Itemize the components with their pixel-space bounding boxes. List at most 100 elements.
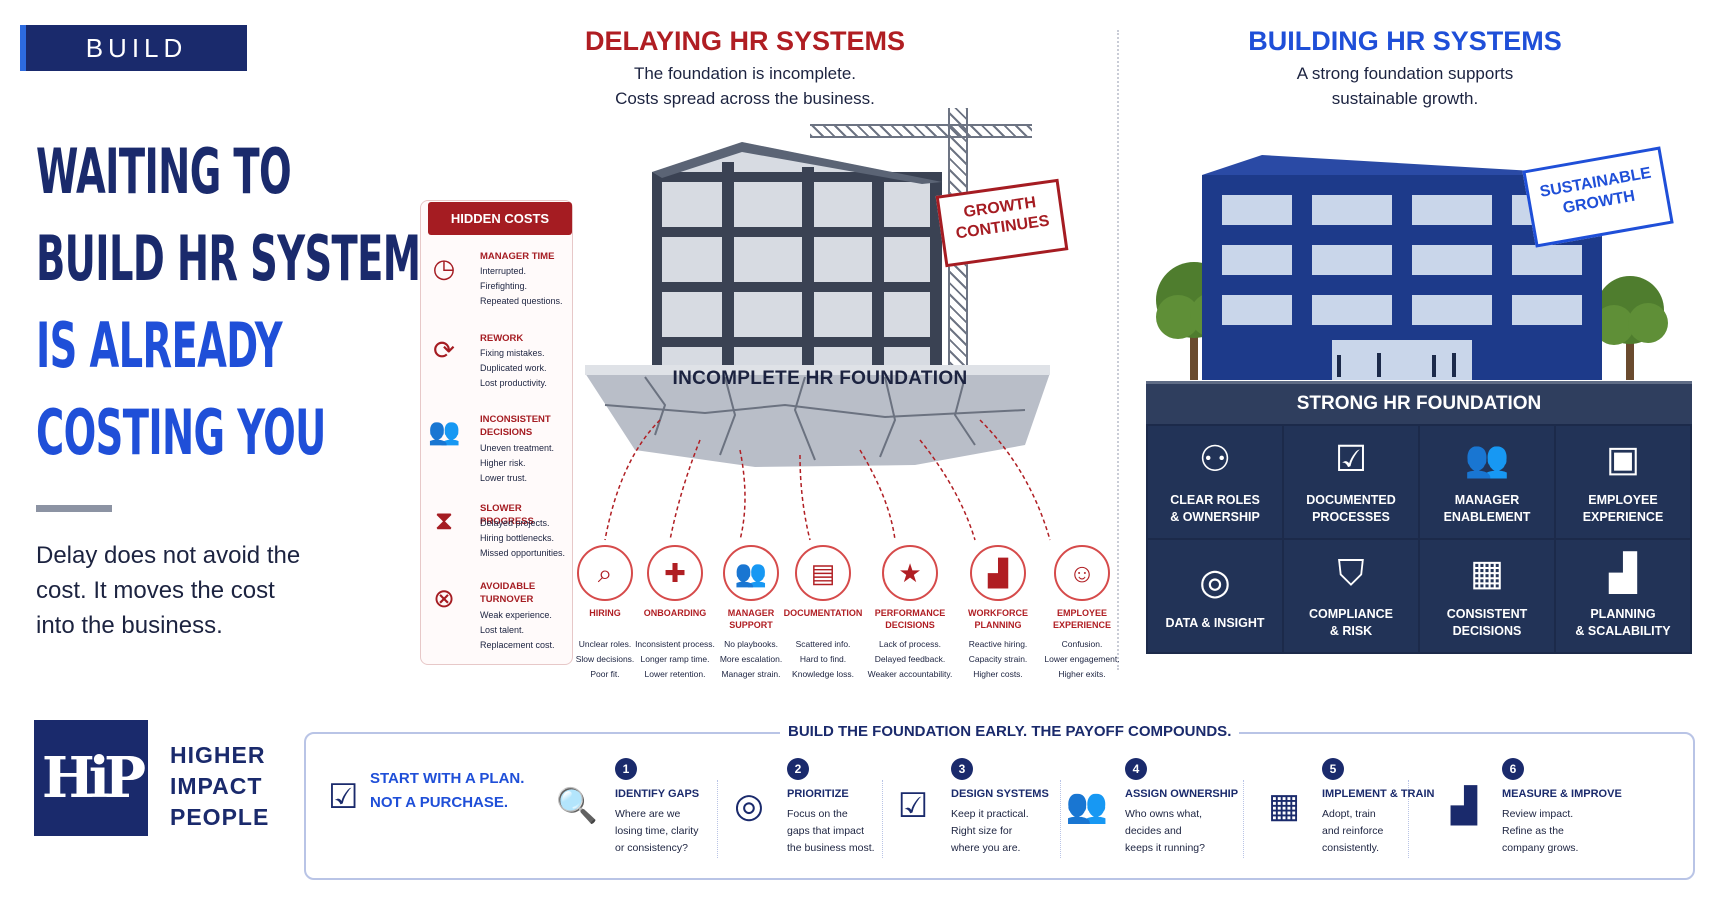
team-icon: 👥 [1065, 787, 1109, 825]
foundation-cell-label: CLEAR ROLES& OWNERSHIP [1170, 492, 1260, 526]
hidden-cost-line: Lower trust. [480, 473, 528, 483]
hidden-cost-line: Delayed projects. [480, 518, 550, 528]
foundation-cell-label-line-2: & SCALABILITY [1575, 624, 1671, 638]
shield-check-icon: ⛉ [1337, 552, 1365, 593]
delaying-title: DELAYING HR SYSTEMS [584, 26, 906, 56]
hidden-cost-line: Uneven treatment. [480, 443, 555, 453]
cost-area-title: PERFORMANCE DECISIONS [874, 608, 946, 630]
step-title: IMPLEMENT & TRAIN [1322, 788, 1435, 800]
bar-chart-icon: ▟ [1609, 552, 1637, 593]
hidden-cost-title: MANAGER TIME [480, 251, 555, 262]
cost-area-title: WORKFORCE PLANNING [968, 608, 1028, 630]
delaying-subtitle-1: The foundation is incomplete. [633, 64, 857, 83]
foundation-cell-label: PLANNING & SCALABILITY [1575, 606, 1670, 640]
step-number-badge: 4 [1125, 758, 1147, 780]
step-description-line: company grows. [1502, 842, 1579, 854]
steps-title: BUILD THE FOUNDATION EARLY. THE PAYOFF C… [780, 723, 1240, 740]
hidden-cost-title: INCONSISTENT DECISIONS [480, 414, 551, 438]
step-number-badge: 2 [787, 758, 809, 780]
foundation-cell-label-line-1: PLANNING [1590, 607, 1656, 621]
cost-area-title: EMPLOYEE EXPERIENCE [1052, 608, 1112, 630]
cost-area-line: Longer ramp time. [640, 654, 710, 664]
company-name-line-3: PEOPLE [170, 804, 270, 830]
strong-foundation-label: STRONG HR FOUNDATION [1146, 381, 1692, 424]
step-separator [1408, 780, 1409, 858]
cost-area-description: Confusion.Lower engagement.Higher exits. [1037, 637, 1127, 682]
hidden-cost-line: Lost talent. [480, 625, 525, 635]
cost-area-line: Unclear roles. [578, 639, 632, 649]
foundation-cell-label: COMPLIANCE& RISK [1309, 606, 1393, 640]
building-title: BUILDING HR SYSTEMS [1248, 26, 1562, 56]
foundation-cell: ▟ PLANNING & SCALABILITY [1556, 540, 1690, 652]
foundation-cell-label-line-2: EXPERIENCE [1582, 510, 1664, 524]
cost-area-title: DOCUMENTATION [783, 608, 863, 618]
step-description-line: where you are. [951, 842, 1021, 854]
cost-area-description: Inconsistent process.Longer ramp time.Lo… [630, 637, 720, 682]
step-number-badge: 5 [1322, 758, 1344, 780]
step-number-badge: 1 [615, 758, 637, 780]
step-description-line: Adopt, train [1322, 808, 1376, 820]
cost-spread-arrows [604, 419, 1051, 541]
delaying-subtitle-2: Costs spread across the business. [615, 89, 875, 108]
cost-area-title: MANAGER SUPPORT [727, 608, 775, 630]
hidden-cost-line: Replacement cost. [480, 640, 555, 650]
company-name: HIGHER IMPACT PEOPLE [170, 740, 269, 833]
step-description-line: Focus on the [787, 808, 848, 820]
cost-area-line: Delayed feedback. [874, 654, 946, 664]
cost-area-line: Higher costs. [973, 669, 1023, 679]
step-description-line: Refine as the [1502, 825, 1564, 837]
cost-area-description: Scattered info.Hard to find.Knowledge lo… [778, 637, 868, 682]
hidden-costs-title: HIDDEN COSTS [428, 202, 572, 235]
step-description-line: gaps that impact [787, 825, 865, 837]
target-icon: ◎ [734, 787, 764, 825]
section-tag: BUILD [20, 25, 247, 71]
cost-area-line: Reactive hiring. [968, 639, 1028, 649]
team-icon: 👥 [1464, 438, 1510, 479]
foundation-cell-label-line-1: EMPLOYEE [1588, 493, 1658, 507]
plan-clipboard-icon: ☑ [328, 778, 359, 816]
hip-logo: HiP [34, 720, 148, 836]
cost-area-line: Weaker accountability. [867, 669, 953, 679]
hidden-costs-panel [420, 200, 573, 665]
cost-area-line: Inconsistent process. [635, 639, 715, 649]
headline-line-1: WAITING TO [36, 135, 292, 208]
team-icon: 👥 [723, 545, 779, 601]
step-description-line: consistently. [1322, 842, 1379, 854]
headline-line-4: COSTING YOU [36, 396, 326, 469]
checklist-icon: ☑ [897, 787, 929, 825]
hidden-cost-line: Higher risk. [480, 458, 526, 468]
hidden-cost-line: Firefighting. [480, 281, 528, 291]
building-subtitle-1: A strong foundation supports [1296, 64, 1514, 83]
cost-area-line: Lower engagement. [1044, 654, 1120, 664]
company-name-line-2: IMPACT [170, 773, 263, 799]
foundation-cell-label: DATA & INSIGHT [1165, 615, 1264, 632]
cost-area-line: Lack of process. [879, 639, 941, 649]
foundation-cell-label-line-1: COMPLIANCE [1308, 607, 1394, 621]
cost-area-line: Slow decisions. [575, 654, 635, 664]
hidden-cost-line: Lost productivity. [480, 378, 547, 388]
clock-icon: ◷ [432, 253, 456, 283]
cost-area-title: HIRING [589, 608, 621, 618]
hidden-cost-line: Weak experience. [480, 610, 552, 620]
step-title: MEASURE & IMPROVE [1502, 788, 1622, 800]
step-description-line: decides and [1125, 825, 1182, 837]
step-title: DESIGN SYSTEMS [951, 788, 1049, 800]
unfinished-building-image [652, 142, 942, 372]
foundation-cell: ⚇CLEAR ROLES& OWNERSHIP [1148, 426, 1282, 538]
foundation-cell-label-line-1: CONSISTENT [1446, 607, 1528, 621]
intro-paragraph: Delay does not avoid the cost. It moves … [36, 542, 301, 639]
hidden-cost-line: Duplicated work. [480, 363, 547, 373]
growth-chart-icon: ▟ [970, 545, 1026, 601]
foundation-cell-label-line-1: CLEAR ROLES [1170, 493, 1260, 507]
foundation-cell-label-line-2: PROCESSES [1312, 510, 1390, 524]
person-add-icon: ✚ [647, 545, 703, 601]
